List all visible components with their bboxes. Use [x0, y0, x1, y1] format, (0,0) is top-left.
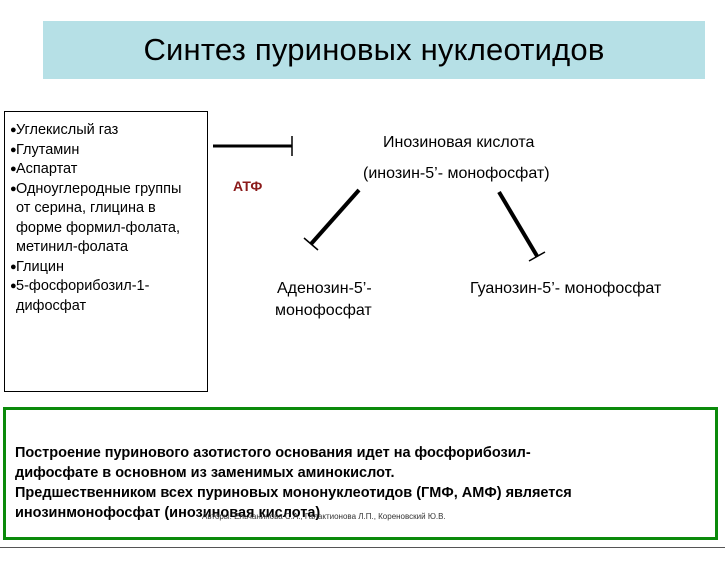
amp-arrow-head: [303, 237, 319, 251]
bullet-icon: ●: [10, 260, 17, 273]
list-item: ●Углекислый газ: [10, 121, 207, 141]
source-item-aspartate: Аспартат: [16, 161, 78, 177]
imp-name: Инозиновая кислота: [383, 134, 535, 151]
gmp-arrow-shaft: [497, 190, 539, 258]
gmp-arrow-head: [528, 251, 546, 262]
amp-arrow: [303, 188, 361, 251]
atp-label: АТФ: [233, 178, 263, 194]
gmp-arrow: [497, 190, 546, 262]
bullet-icon: ●: [10, 163, 17, 175]
sources-list: ●Углекислый газ ●Глутамин ●Аспартат ●Одн…: [10, 121, 207, 316]
imp-alt-name: (инозин-5’- монофосфат): [363, 165, 550, 182]
list-item: ●Глутамин: [10, 141, 207, 161]
source-item-co2: Углекислый газ: [16, 122, 119, 138]
amp-name-line2: монофосфат: [275, 302, 372, 319]
summary-line-2: дифосфате в основном из заменимых аминок…: [15, 465, 395, 481]
gmp-name: Гуанозин-5’- монофосфат: [470, 280, 662, 297]
summary-line-3: Предшественником всех пуриновых мононукл…: [15, 485, 572, 501]
list-item: ●5-фосфорибозил-1-дифосфат: [10, 277, 194, 316]
list-item: ●Глицин: [10, 258, 207, 278]
title-bar: Синтез пуриновых нуклеотидов: [43, 21, 705, 79]
authors-credit: Авторы: Ельчанинова С.А., Галактионова Л…: [202, 512, 446, 521]
bullet-icon: ●: [10, 280, 17, 292]
bullet-icon: ●: [10, 124, 17, 136]
list-item: ●Одноуглеродные группы от серина, глицин…: [10, 180, 194, 258]
source-item-glutamine: Глутамин: [16, 141, 80, 158]
source-item-glycine: Глицин: [16, 258, 65, 275]
summary-box: Построение пуринового азотистого основан…: [3, 407, 718, 540]
sources-box: ●Углекислый газ ●Глутамин ●Аспартат ●Одн…: [4, 111, 208, 392]
list-item: ●Аспартат: [10, 160, 207, 180]
amp-arrow-shaft: [309, 188, 361, 246]
summary-line-1: Построение пуринового азотистого основан…: [15, 445, 531, 461]
source-item-prpp: 5-фосфорибозил-1-дифосфат: [16, 278, 150, 314]
bottom-divider: [0, 547, 725, 548]
bullet-icon: ●: [10, 143, 17, 156]
bullet-icon: ●: [10, 182, 17, 195]
amp-name-line1: Аденозин-5’-: [277, 280, 372, 297]
summary-line-4: инозинмонофосфат (инозиновая кислота): [15, 505, 321, 521]
main-arrow: [213, 136, 293, 156]
source-item-one-carbon: Одноуглеродные группы от серина, глицина…: [16, 180, 182, 256]
summary-text: Построение пуринового азотистого основан…: [15, 443, 705, 523]
page-title: Синтез пуриновых нуклеотидов: [143, 32, 605, 67]
